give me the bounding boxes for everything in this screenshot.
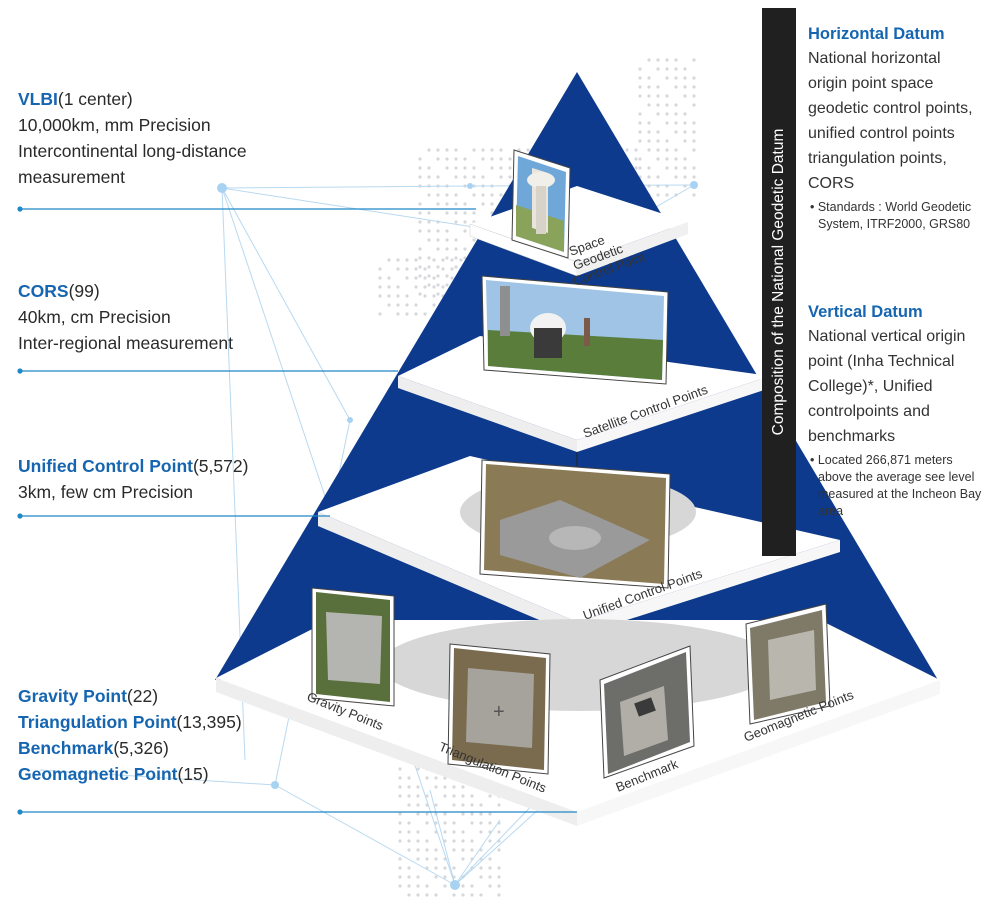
tier-base-shadow (380, 619, 780, 711)
vertical-datum-title: Vertical Datum (808, 303, 923, 321)
level-vlbi-count: (1 center) (57, 89, 133, 109)
tier-unified-edge (318, 512, 577, 636)
level-unified-line1: 3km, few cm Precision (18, 482, 194, 502)
tier-satellite-edge-right (577, 376, 770, 452)
level-unified-count: (5,572) (192, 456, 249, 476)
level-vlbi-line3: measurement (18, 167, 125, 187)
level-unified-name: Unified Control Point (18, 456, 193, 476)
level-vlbi-line2: Intercontinental long-distance (18, 141, 247, 161)
level-vlbi: VLBI(1 center) 10,000km, mm Precision In… (18, 86, 247, 190)
level-vlbi-name: VLBI (18, 89, 58, 109)
level-vlbi-line1: 10,000km, mm Precision (18, 115, 211, 135)
svg-text:+: + (493, 701, 505, 723)
level-unified: Unified Control Point(5,572) 3km, few cm… (18, 453, 248, 505)
side-title: Composition of the National Geodetic Dat… (770, 128, 787, 436)
level-cors-line2: Inter-regional measurement (18, 333, 233, 353)
gravity-point-name: Gravity Point (18, 686, 127, 706)
tier-space-edge-right (577, 222, 688, 276)
datum-panel: Composition of the National Geodetic Dat… (762, 8, 986, 558)
tier-unified-edge-right (577, 540, 840, 636)
geomagnetic-point-count: (15) (177, 764, 209, 784)
level-cors: CORS(99) 40km, cm Precision Inter-region… (18, 278, 233, 356)
triangulation-point-name: Triangulation Point (18, 712, 177, 732)
connector-nodes (217, 181, 698, 890)
triangulation-point-count: (13,395) (176, 712, 242, 732)
bottom-points: Gravity Point(22) Triangulation Point(13… (18, 683, 242, 787)
vertical-datum-note: • Located 266,871 meters above the avera… (810, 453, 982, 518)
benchmark-count: (5,326) (113, 738, 169, 758)
level-cors-line1: 40km, cm Precision (18, 307, 171, 327)
vertical-datum-section: Vertical Datum National vertical origin … (808, 300, 984, 520)
photo-space-observatory (511, 149, 571, 259)
tier-base-edge-right (577, 680, 940, 826)
horizontal-datum-note: • Standards : World Geodetic System, ITR… (810, 200, 972, 231)
photo-triangulation-point: + (447, 643, 551, 775)
side-title-bar: Composition of the National Geodetic Dat… (762, 8, 796, 556)
horizontal-datum-section: Horizontal Datum National horizontal ori… (808, 22, 984, 233)
gravity-point-count: (22) (126, 686, 159, 706)
tier-base-edge (216, 678, 577, 826)
tier-satellite-edge (398, 376, 577, 452)
geomagnetic-point-name: Geomagnetic Point (18, 764, 178, 784)
photo-geomagnetic-point (745, 603, 831, 725)
benchmark-name: Benchmark (18, 738, 114, 758)
photo-satellite-station (481, 275, 669, 385)
vertical-datum-text: National vertical origin point (Inha Tec… (808, 328, 966, 445)
photo-benchmark (599, 645, 695, 779)
level-cors-name: CORS (18, 281, 69, 301)
photo-unified-monument (479, 459, 671, 589)
level-cors-count: (99) (68, 281, 100, 301)
photo-gravity-point (311, 587, 395, 707)
horizontal-datum-title: Horizontal Datum (808, 25, 945, 43)
label-leader-lines (17, 206, 577, 815)
horizontal-datum-text: National horizontal origin point space g… (808, 50, 973, 192)
